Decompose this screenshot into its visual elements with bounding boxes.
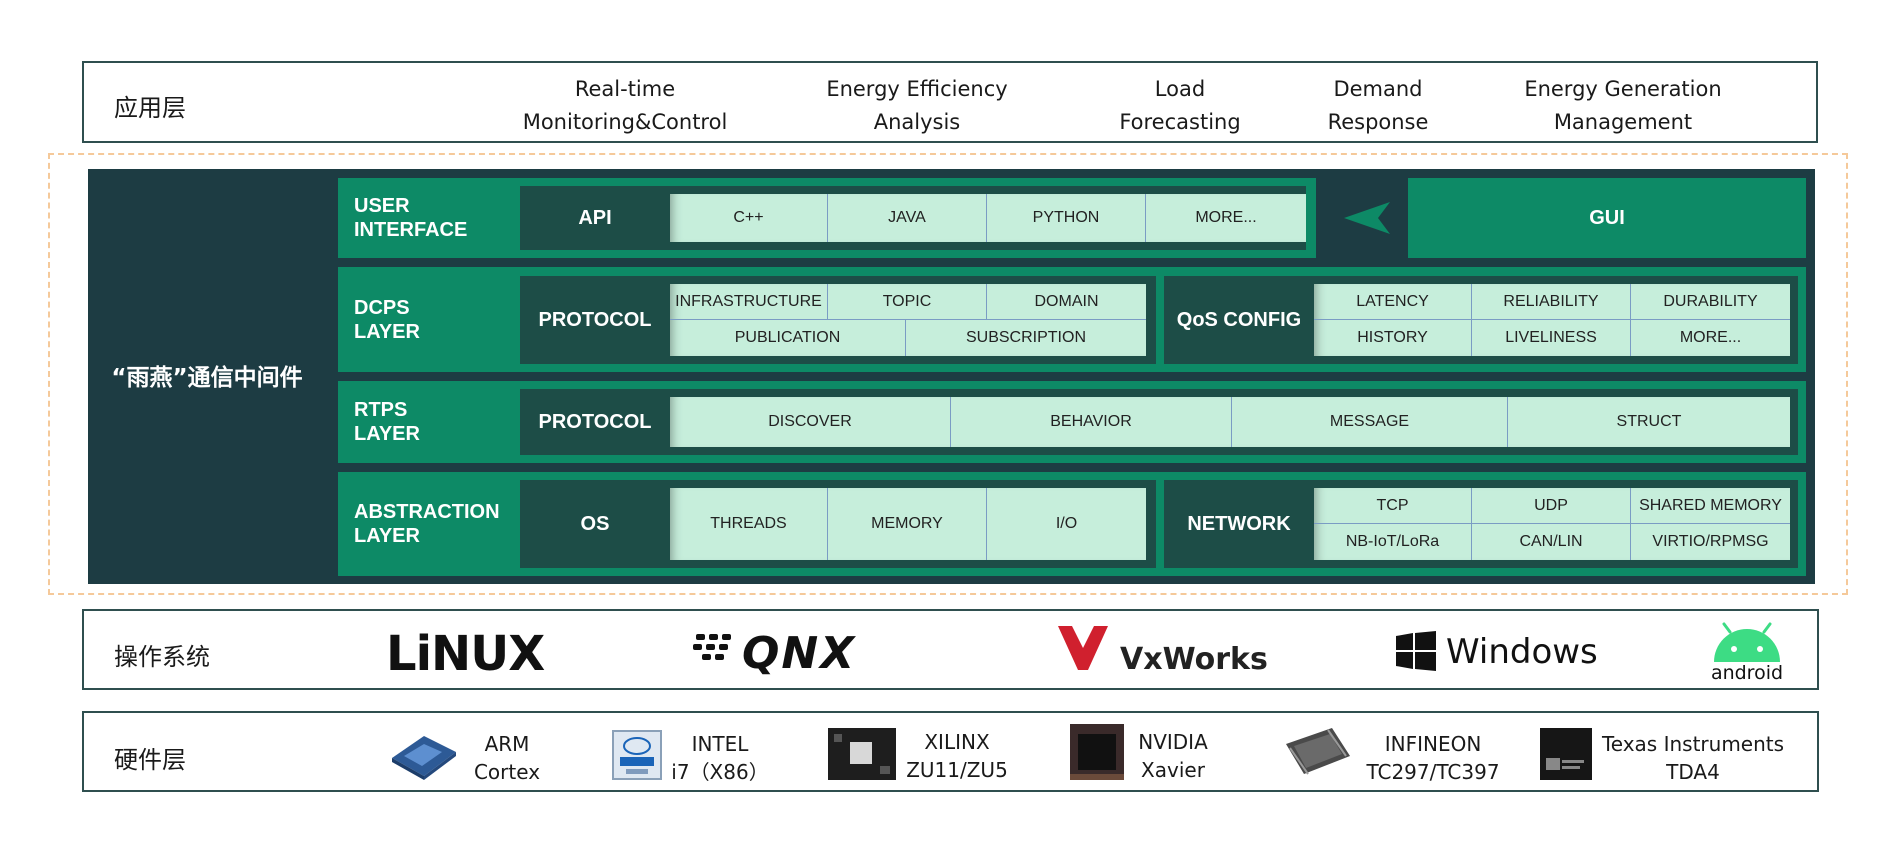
rtps-protocol-label: PROTOCOL (538, 410, 652, 433)
arm-chip-icon (392, 736, 456, 780)
app-item-demand-response: Demand Response (1327, 77, 1429, 134)
network-item-tcp: TCP (1314, 488, 1472, 523)
network-item-virtio: VIRTIO/RPMSG (1652, 533, 1769, 550)
os-layer-title: 操作系统 (114, 643, 210, 671)
hw-intel: INTEL i7（X86） (671, 732, 769, 784)
api-label: API (578, 206, 612, 229)
dcps-item-infrastructure: INFRASTRUCTURE (670, 284, 828, 319)
os-item-io: I/O (1055, 515, 1078, 532)
rtps-layer-label: RTPS LAYER (354, 399, 420, 445)
dcps-item-topic: TOPIC (828, 284, 987, 319)
qos-item-history: HISTORY (1314, 320, 1472, 356)
qnx-logo: QNX (742, 628, 857, 679)
hw-arm: ARM Cortex (473, 732, 541, 784)
network-label: NETWORK (1187, 512, 1291, 535)
vxworks-logo: VxWorks (1120, 642, 1268, 677)
rtps-item-struct: STRUCT (1616, 413, 1682, 430)
vxworks-icon (1058, 626, 1108, 670)
hardware-layer-title: 硬件层 (114, 746, 186, 774)
app-item-load-forecasting: Load Forecasting (1119, 77, 1241, 134)
nvidia-chip-icon (1070, 724, 1124, 780)
network-item-udp: UDP (1472, 488, 1631, 523)
dcps-item-domain: DOMAIN (1034, 292, 1099, 310)
windows-icon (1396, 631, 1436, 671)
arrow-left-icon (1344, 202, 1390, 234)
qos-label: QoS CONFIG (1176, 308, 1302, 331)
qos-item-durability: DURABILITY (1663, 292, 1758, 310)
os-layer (82, 609, 1819, 690)
linux-logo: LiNUX (386, 626, 545, 682)
android-icon (1714, 622, 1780, 662)
qos-item-liveliness: LIVELINESS (1472, 320, 1631, 356)
infineon-chip-icon (1286, 728, 1350, 775)
xilinx-chip-icon (828, 728, 896, 780)
app-item-generation: Energy Generation Management (1524, 77, 1722, 134)
qos-items: LATENCY RELIABILITY DURABILITY HISTORY L… (1314, 284, 1790, 356)
dcps-item-subscription: SUBSCRIPTION (965, 329, 1086, 346)
os-items: THREADS MEMORY I/O (670, 488, 1146, 560)
android-logo: android (1710, 662, 1784, 684)
hw-infineon: INFINEON TC297/TC397 (1366, 732, 1500, 784)
blackberry-icon (693, 634, 731, 660)
app-item-monitoring: Real-time Monitoring&Control (522, 77, 728, 134)
app-item-efficiency: Energy Efficiency Analysis (826, 77, 1008, 134)
os-item-memory: MEMORY (828, 488, 987, 560)
abstraction-layer-label: ABSTRACTION LAYER (354, 501, 500, 547)
hw-ti: Texas Instruments TDA4 (1601, 732, 1785, 784)
user-interface-label: USER INTERFACE (354, 195, 468, 241)
os-item-threads: THREADS (670, 488, 828, 560)
os-label: OS (580, 512, 610, 535)
rtps-item-message: MESSAGE (1232, 397, 1508, 447)
hw-nvidia: NVIDIA Xavier (1138, 730, 1208, 782)
dcps-protocol-label: PROTOCOL (538, 308, 652, 331)
dcps-layer-label: DCPS LAYER (354, 296, 420, 343)
api-item-java: JAVA (828, 194, 987, 242)
network-item-canlin: CAN/LIN (1472, 524, 1631, 560)
api-item-more: MORE... (1195, 209, 1257, 226)
application-layer-title: 应用层 (114, 94, 186, 122)
gui-block: GUI (1408, 178, 1806, 258)
hardware-layer (82, 711, 1819, 792)
dcps-item-publication: PUBLICATION (670, 320, 906, 356)
hw-xilinx: XILINX ZU11/ZU5 (906, 730, 1008, 782)
api-item-python: PYTHON (987, 194, 1146, 242)
network-item-shared-memory: SHARED MEMORY (1639, 496, 1782, 514)
network-items: TCP UDP SHARED MEMORY NB-IoT/LoRa CAN/LI… (1314, 488, 1790, 560)
qos-item-reliability: RELIABILITY (1472, 284, 1631, 319)
api-items: C++ JAVA PYTHON MORE... (670, 194, 1306, 242)
rtps-items: DISCOVER BEHAVIOR MESSAGE STRUCT (670, 397, 1790, 447)
rtps-item-behavior: BEHAVIOR (951, 397, 1232, 447)
windows-logo: Windows (1446, 632, 1598, 672)
middleware-title: “雨燕”通信中间件 (111, 365, 303, 391)
network-item-nbiot: NB-IoT/LoRa (1314, 524, 1472, 560)
qos-item-more: MORE... (1679, 329, 1742, 346)
application-layer (82, 61, 1818, 143)
dcps-protocol-items: INFRASTRUCTURE TOPIC DOMAIN PUBLICATION … (670, 284, 1146, 356)
intel-chip-icon (612, 730, 662, 780)
middleware-outline (48, 153, 1848, 595)
api-item-cpp: C++ (670, 194, 828, 242)
qos-item-latency: LATENCY (1314, 284, 1472, 319)
ti-chip-icon (1540, 728, 1592, 780)
rtps-item-discover: DISCOVER (670, 397, 951, 447)
